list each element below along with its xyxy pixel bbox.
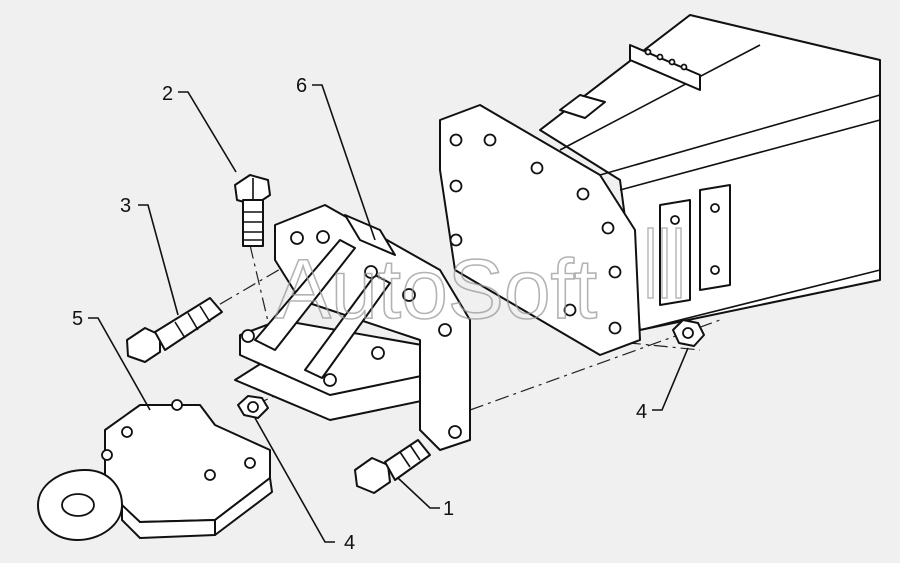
short-bolt <box>234 174 271 247</box>
long-bolt <box>126 297 223 363</box>
frame-rail <box>539 14 881 331</box>
callout-4-lower: 4 <box>344 532 355 554</box>
bracket-gusset-left <box>254 239 356 351</box>
callout-3: 3 <box>120 195 131 217</box>
watermark-bars <box>647 227 682 299</box>
callout-4-right: 4 <box>636 401 647 423</box>
hex-nut-lower <box>237 395 269 419</box>
bracket-gusset-right <box>304 274 391 379</box>
frame-end-plate <box>439 104 641 356</box>
bracket-tab <box>344 214 396 256</box>
callout-2: 2 <box>162 83 173 105</box>
mounting-bracket <box>234 204 471 451</box>
callout-6: 6 <box>296 75 307 97</box>
lower-bolt <box>354 439 431 494</box>
rail-bracket-right <box>699 184 731 291</box>
tow-eye-plate <box>37 399 273 541</box>
callout-1: 1 <box>443 498 454 520</box>
hex-nut-right <box>672 319 705 347</box>
leader-lines <box>88 84 689 543</box>
callout-5: 5 <box>72 308 83 330</box>
watermark-text: AutoSoft <box>275 242 597 336</box>
connector-strip <box>629 44 701 91</box>
